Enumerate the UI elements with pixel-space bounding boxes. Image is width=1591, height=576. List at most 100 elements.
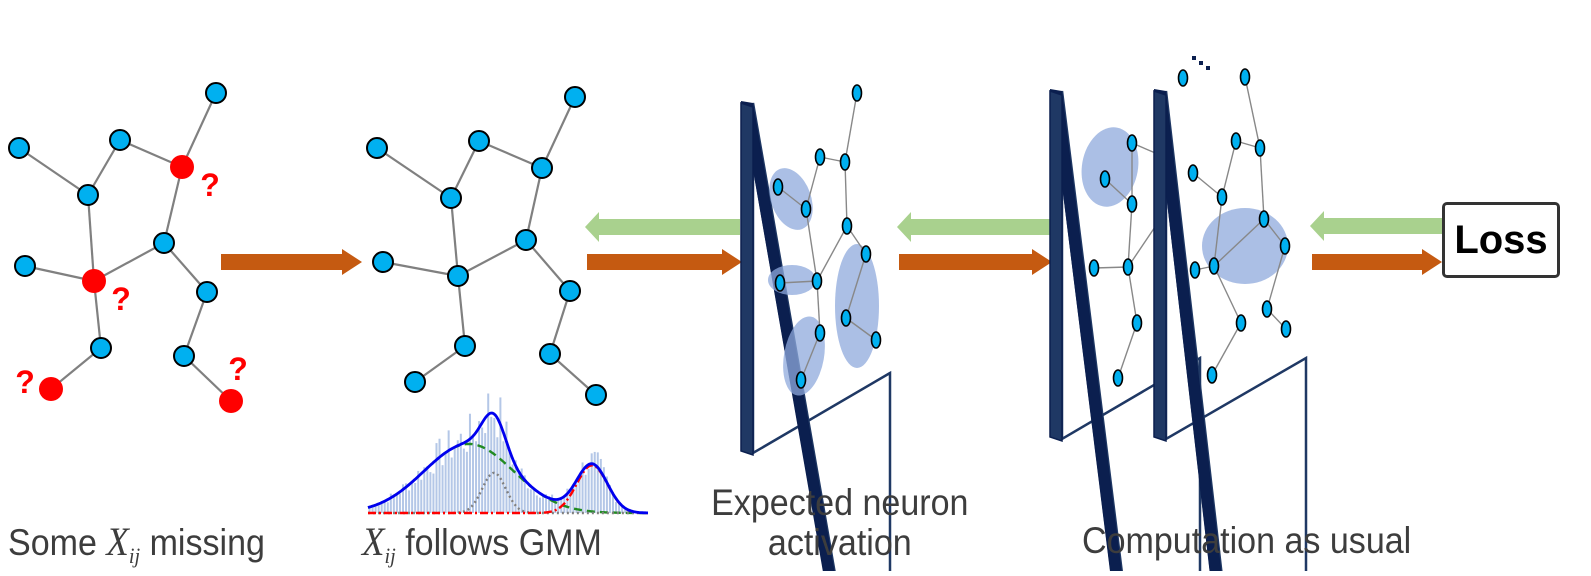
ellipsis-dot bbox=[1192, 56, 1196, 60]
graph-node bbox=[78, 185, 98, 205]
histogram-bar bbox=[539, 498, 541, 513]
neuron bbox=[1256, 140, 1265, 156]
neuron bbox=[813, 273, 822, 289]
loss-label: Loss bbox=[1454, 218, 1547, 263]
neuron-edge bbox=[1222, 141, 1236, 197]
histogram-bar bbox=[445, 452, 447, 513]
neuron-edge bbox=[845, 93, 857, 162]
histogram-bar bbox=[499, 397, 501, 513]
histogram-bar bbox=[439, 439, 441, 513]
caption-text: Some bbox=[8, 522, 106, 563]
graph-node bbox=[540, 344, 560, 364]
forward-arrow bbox=[587, 249, 742, 275]
graph-node bbox=[110, 130, 130, 150]
forward-arrow bbox=[1312, 249, 1442, 275]
neuron-edge bbox=[1245, 77, 1260, 148]
graph-node bbox=[455, 336, 475, 356]
layer-side-edge bbox=[1050, 91, 1062, 441]
neuron bbox=[1281, 238, 1290, 254]
missing-node bbox=[82, 269, 106, 293]
histogram-bar bbox=[527, 488, 529, 513]
forward-arrow bbox=[899, 249, 1052, 275]
neuron bbox=[1210, 258, 1219, 274]
caption-text: follows GMM bbox=[396, 522, 602, 563]
neuron-edge bbox=[1118, 323, 1137, 378]
neuron bbox=[862, 246, 871, 262]
neuron bbox=[1114, 370, 1123, 386]
caption-gmm: Xij follows GMM bbox=[362, 522, 602, 567]
layer-side-edge bbox=[741, 103, 753, 455]
neuron bbox=[1189, 165, 1198, 181]
missing-marker: ? bbox=[228, 351, 248, 387]
neuron bbox=[1260, 211, 1269, 227]
neuron bbox=[1263, 301, 1272, 317]
graph-node bbox=[15, 256, 35, 276]
graph-edge bbox=[542, 97, 575, 168]
missing-node bbox=[170, 155, 194, 179]
histogram-bar bbox=[615, 502, 617, 513]
histogram-bar bbox=[411, 480, 413, 513]
histogram-bar bbox=[484, 433, 486, 513]
ellipsis-dot bbox=[1199, 61, 1203, 65]
math-variable: Xij bbox=[362, 519, 396, 564]
histogram-bar bbox=[481, 427, 483, 513]
histogram-bar bbox=[585, 475, 587, 513]
graph-node bbox=[174, 346, 194, 366]
graph-node bbox=[91, 338, 111, 358]
neuron bbox=[853, 85, 862, 101]
histogram-bar bbox=[530, 489, 532, 513]
neuron bbox=[1232, 133, 1241, 149]
caption-line-1: Expected neuron bbox=[688, 484, 992, 521]
graph-edge bbox=[19, 148, 88, 195]
neuron bbox=[802, 201, 811, 217]
neuron bbox=[1218, 189, 1227, 205]
forward-arrow bbox=[221, 249, 362, 275]
histogram-bar bbox=[600, 459, 602, 513]
backward-arrow bbox=[1310, 211, 1442, 241]
neuron bbox=[1179, 70, 1188, 86]
histogram-bar bbox=[414, 483, 416, 513]
histogram-bar bbox=[420, 480, 422, 513]
graph-node bbox=[560, 281, 580, 301]
histogram-bar bbox=[423, 467, 425, 513]
graph-node bbox=[586, 385, 606, 405]
graph-node bbox=[9, 138, 29, 158]
neuron bbox=[1208, 367, 1217, 383]
layer-side-edge bbox=[1154, 91, 1166, 441]
imputed-graph bbox=[367, 87, 606, 405]
histogram-bar bbox=[387, 502, 389, 513]
neuron bbox=[1237, 315, 1246, 331]
neuron bbox=[843, 218, 852, 234]
histogram-bar bbox=[435, 443, 437, 513]
neuron-edge bbox=[1128, 204, 1132, 267]
neuron bbox=[1282, 321, 1291, 337]
graph-edge bbox=[458, 240, 526, 276]
graph-edge bbox=[377, 148, 451, 198]
missing-marker: ? bbox=[111, 281, 131, 317]
neuron-edge bbox=[1212, 323, 1241, 375]
caption-line-2: activation bbox=[688, 524, 992, 561]
graph-node bbox=[565, 87, 585, 107]
math-variable: Xij bbox=[106, 519, 140, 564]
caption-text: missing bbox=[140, 522, 265, 563]
histogram-bar bbox=[448, 430, 450, 513]
neuron-edge bbox=[845, 162, 847, 226]
neuron bbox=[1191, 262, 1200, 278]
graph-node bbox=[373, 252, 393, 272]
histogram-bar bbox=[466, 452, 468, 513]
graph-node bbox=[367, 138, 387, 158]
graph-node bbox=[154, 233, 174, 253]
histogram-bar bbox=[588, 469, 590, 513]
histogram-bar bbox=[454, 447, 456, 513]
histogram-bar bbox=[378, 505, 380, 513]
caption-expected-activation: Expected neuron activation bbox=[688, 484, 992, 561]
missing-node bbox=[39, 377, 63, 401]
neuron bbox=[1133, 315, 1142, 331]
ellipsis-dot bbox=[1206, 66, 1210, 70]
graph-edge bbox=[383, 262, 458, 276]
histogram-bar bbox=[579, 479, 581, 513]
missing-marker: ? bbox=[15, 364, 35, 400]
missing-marker: ? bbox=[200, 167, 220, 203]
histogram-bar bbox=[597, 452, 599, 513]
histogram-bar bbox=[490, 417, 492, 513]
